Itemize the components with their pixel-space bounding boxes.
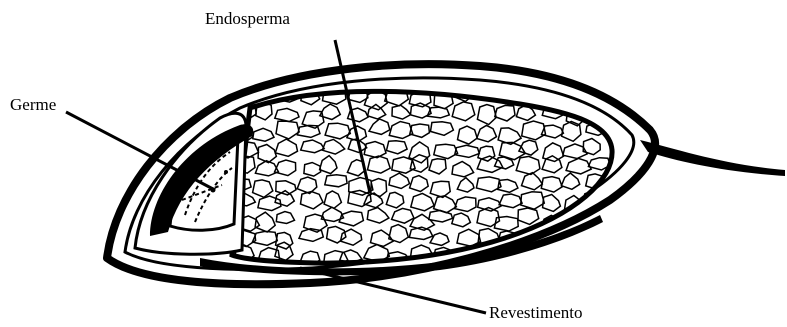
endosperm-cell: [542, 246, 567, 265]
endosperm-cell: [586, 233, 612, 245]
seed-tail: [640, 140, 785, 176]
endosperm-cell: [605, 210, 624, 227]
endosperm-cell: [542, 267, 566, 285]
endosperm-cell: [583, 250, 604, 267]
endosperm-cell: [521, 251, 542, 265]
endosperm-cell: [605, 262, 631, 281]
endosperm-cell: [588, 269, 606, 280]
germ-label: Germe: [10, 95, 56, 114]
endosperm-cell: [477, 267, 499, 284]
endosperm-cell: [603, 244, 622, 262]
coat-label: Revestimento: [489, 303, 582, 322]
embryo-dot: [224, 170, 228, 174]
endosperm-cell: [494, 268, 517, 281]
endosperm-cell: [604, 231, 624, 244]
endosperm-cell: [564, 247, 580, 261]
endosperm-cell: [568, 262, 587, 278]
endosperm-label: Endosperma: [205, 9, 290, 28]
endosperm-cell: [518, 268, 536, 287]
